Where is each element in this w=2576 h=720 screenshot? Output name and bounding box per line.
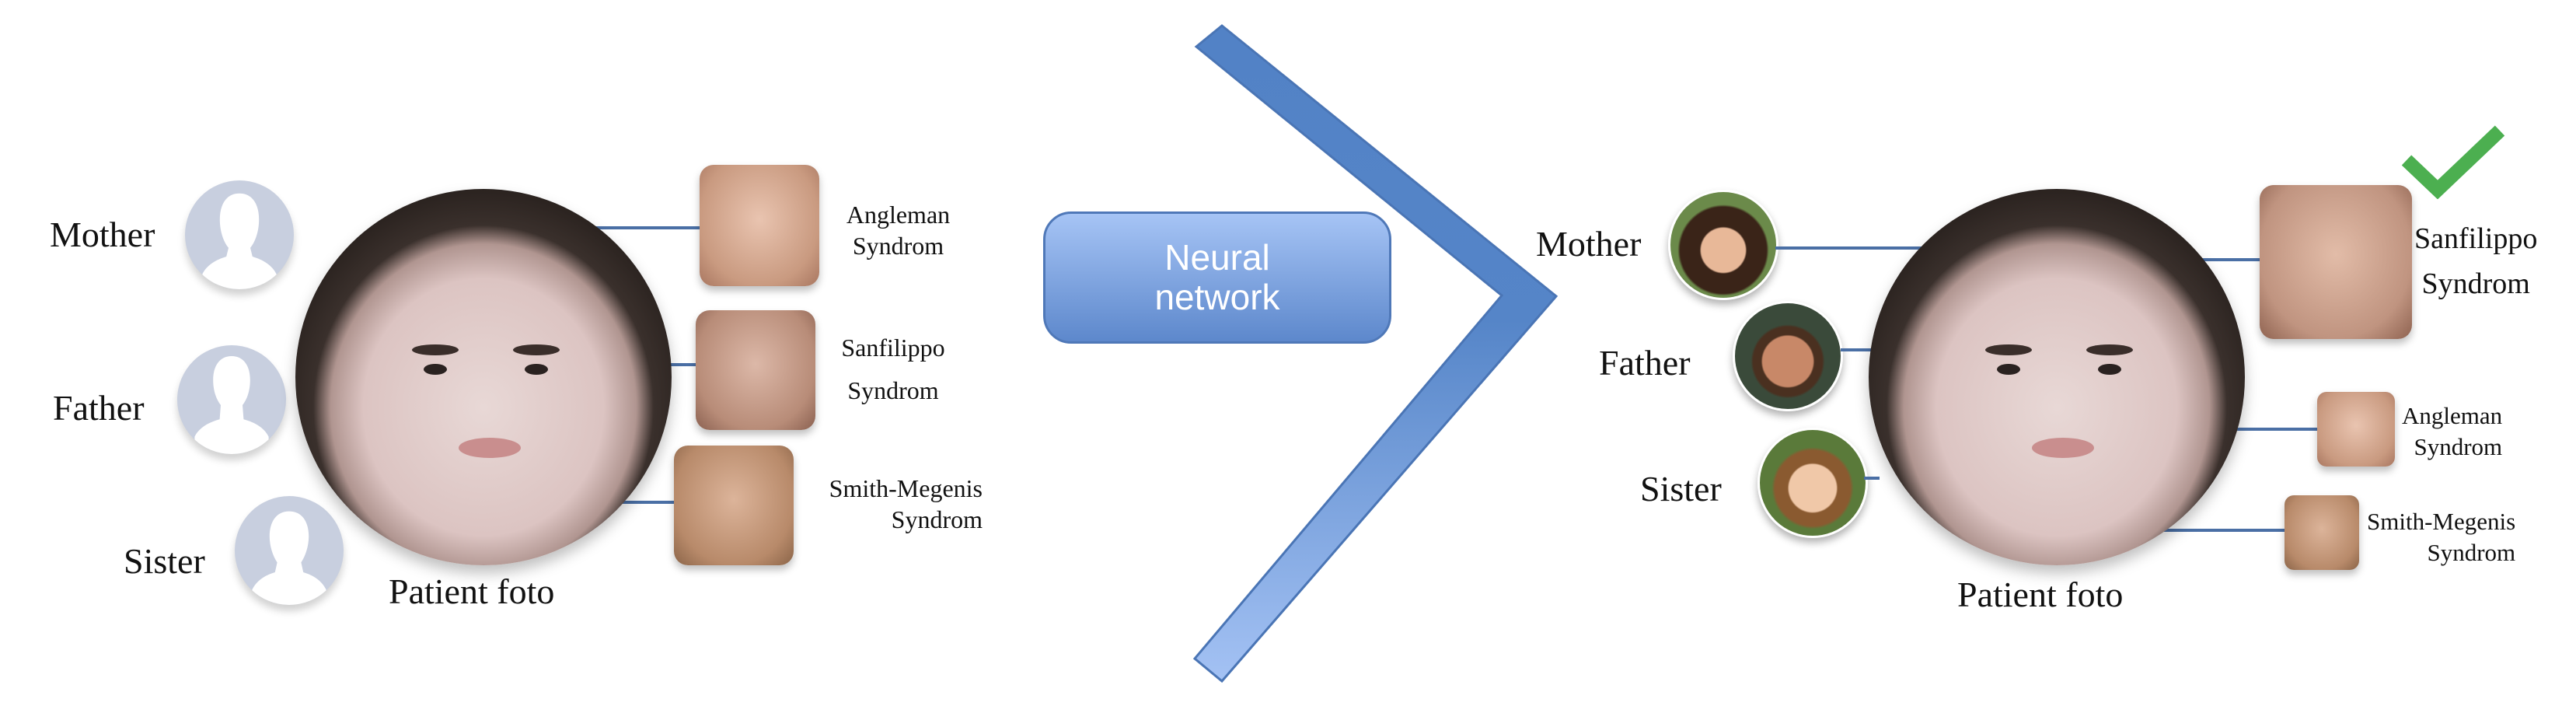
connector-line [2164, 529, 2285, 532]
syndrome-suffix: Syndrom [852, 232, 944, 260]
father-silhouette-icon [177, 345, 286, 454]
patient-photo-label: Patient foto [389, 571, 555, 611]
father-photo [1733, 301, 1843, 411]
connector-line [592, 226, 701, 229]
patient-photo [1869, 189, 2245, 565]
smith-magenis-syndrome-face [2285, 495, 2359, 570]
syndrome-suffix: Syndrom [2421, 267, 2530, 300]
sister-label: Sister [1640, 469, 1722, 509]
angleman-syndrome-face [700, 165, 819, 286]
syndrome-label-smith-megenis: Smith-Megenis Syndrom [802, 473, 983, 535]
syndrome-name: Smith-Megenis [829, 474, 983, 502]
patient-photo [295, 189, 672, 565]
sanfilippo-syndrome-face [696, 310, 815, 430]
syndrome-suffix: Syndrom [891, 505, 983, 533]
connector-line [622, 501, 676, 504]
smith-magenis-syndrome-face [674, 446, 794, 565]
mother-photo [1668, 190, 1778, 300]
syndrome-label-angleman: Angleman Syndrom [838, 199, 958, 261]
syndrome-name: Sanfilippo [841, 334, 945, 362]
father-label: Father [1599, 343, 1691, 383]
connector-line [1864, 477, 1880, 480]
mother-silhouette-icon [185, 180, 294, 289]
syndrome-suffix: Syndrom [2427, 539, 2516, 566]
sanfilippo-syndrome-face [2260, 185, 2412, 339]
connector-line [2197, 258, 2260, 261]
connector-line [1841, 348, 1876, 351]
checkmark-icon [2401, 125, 2505, 199]
connector-line [1775, 246, 1935, 250]
syndrome-label-sanfilippo: Sanfilippo Syndrom [2414, 216, 2537, 306]
sister-label: Sister [124, 541, 205, 581]
father-label: Father [53, 388, 145, 428]
syndrome-suffix: Syndrom [847, 376, 939, 404]
syndrome-label-sanfilippo: Sanfilippo Syndrom [832, 327, 954, 412]
sister-photo [1757, 428, 1868, 538]
syndrome-suffix: Syndrom [2414, 433, 2503, 460]
syndrome-name: Angleman [2402, 402, 2503, 429]
syndrome-name: Sanfilippo [2414, 222, 2538, 255]
syndrome-label-angleman: Angleman Syndrom [2402, 400, 2502, 463]
syndrome-name: Angleman [846, 201, 951, 229]
syndrome-name: Smith-Megenis [2367, 508, 2516, 535]
connector-line [667, 363, 698, 366]
sister-silhouette-icon [235, 496, 344, 605]
neural-network-label-line2: network [1154, 277, 1280, 317]
patient-photo-label: Patient foto [1957, 575, 2124, 614]
angleman-syndrome-face [2317, 392, 2395, 467]
neural-network-box: Neural network [1043, 211, 1391, 344]
neural-network-label-line1: Neural [1164, 237, 1270, 278]
mother-label: Mother [50, 215, 155, 254]
syndrome-label-smith-megenis: Smith-Megenis Syndrom [2367, 506, 2515, 568]
mother-label: Mother [1536, 224, 1642, 264]
connector-line [2194, 428, 2318, 431]
